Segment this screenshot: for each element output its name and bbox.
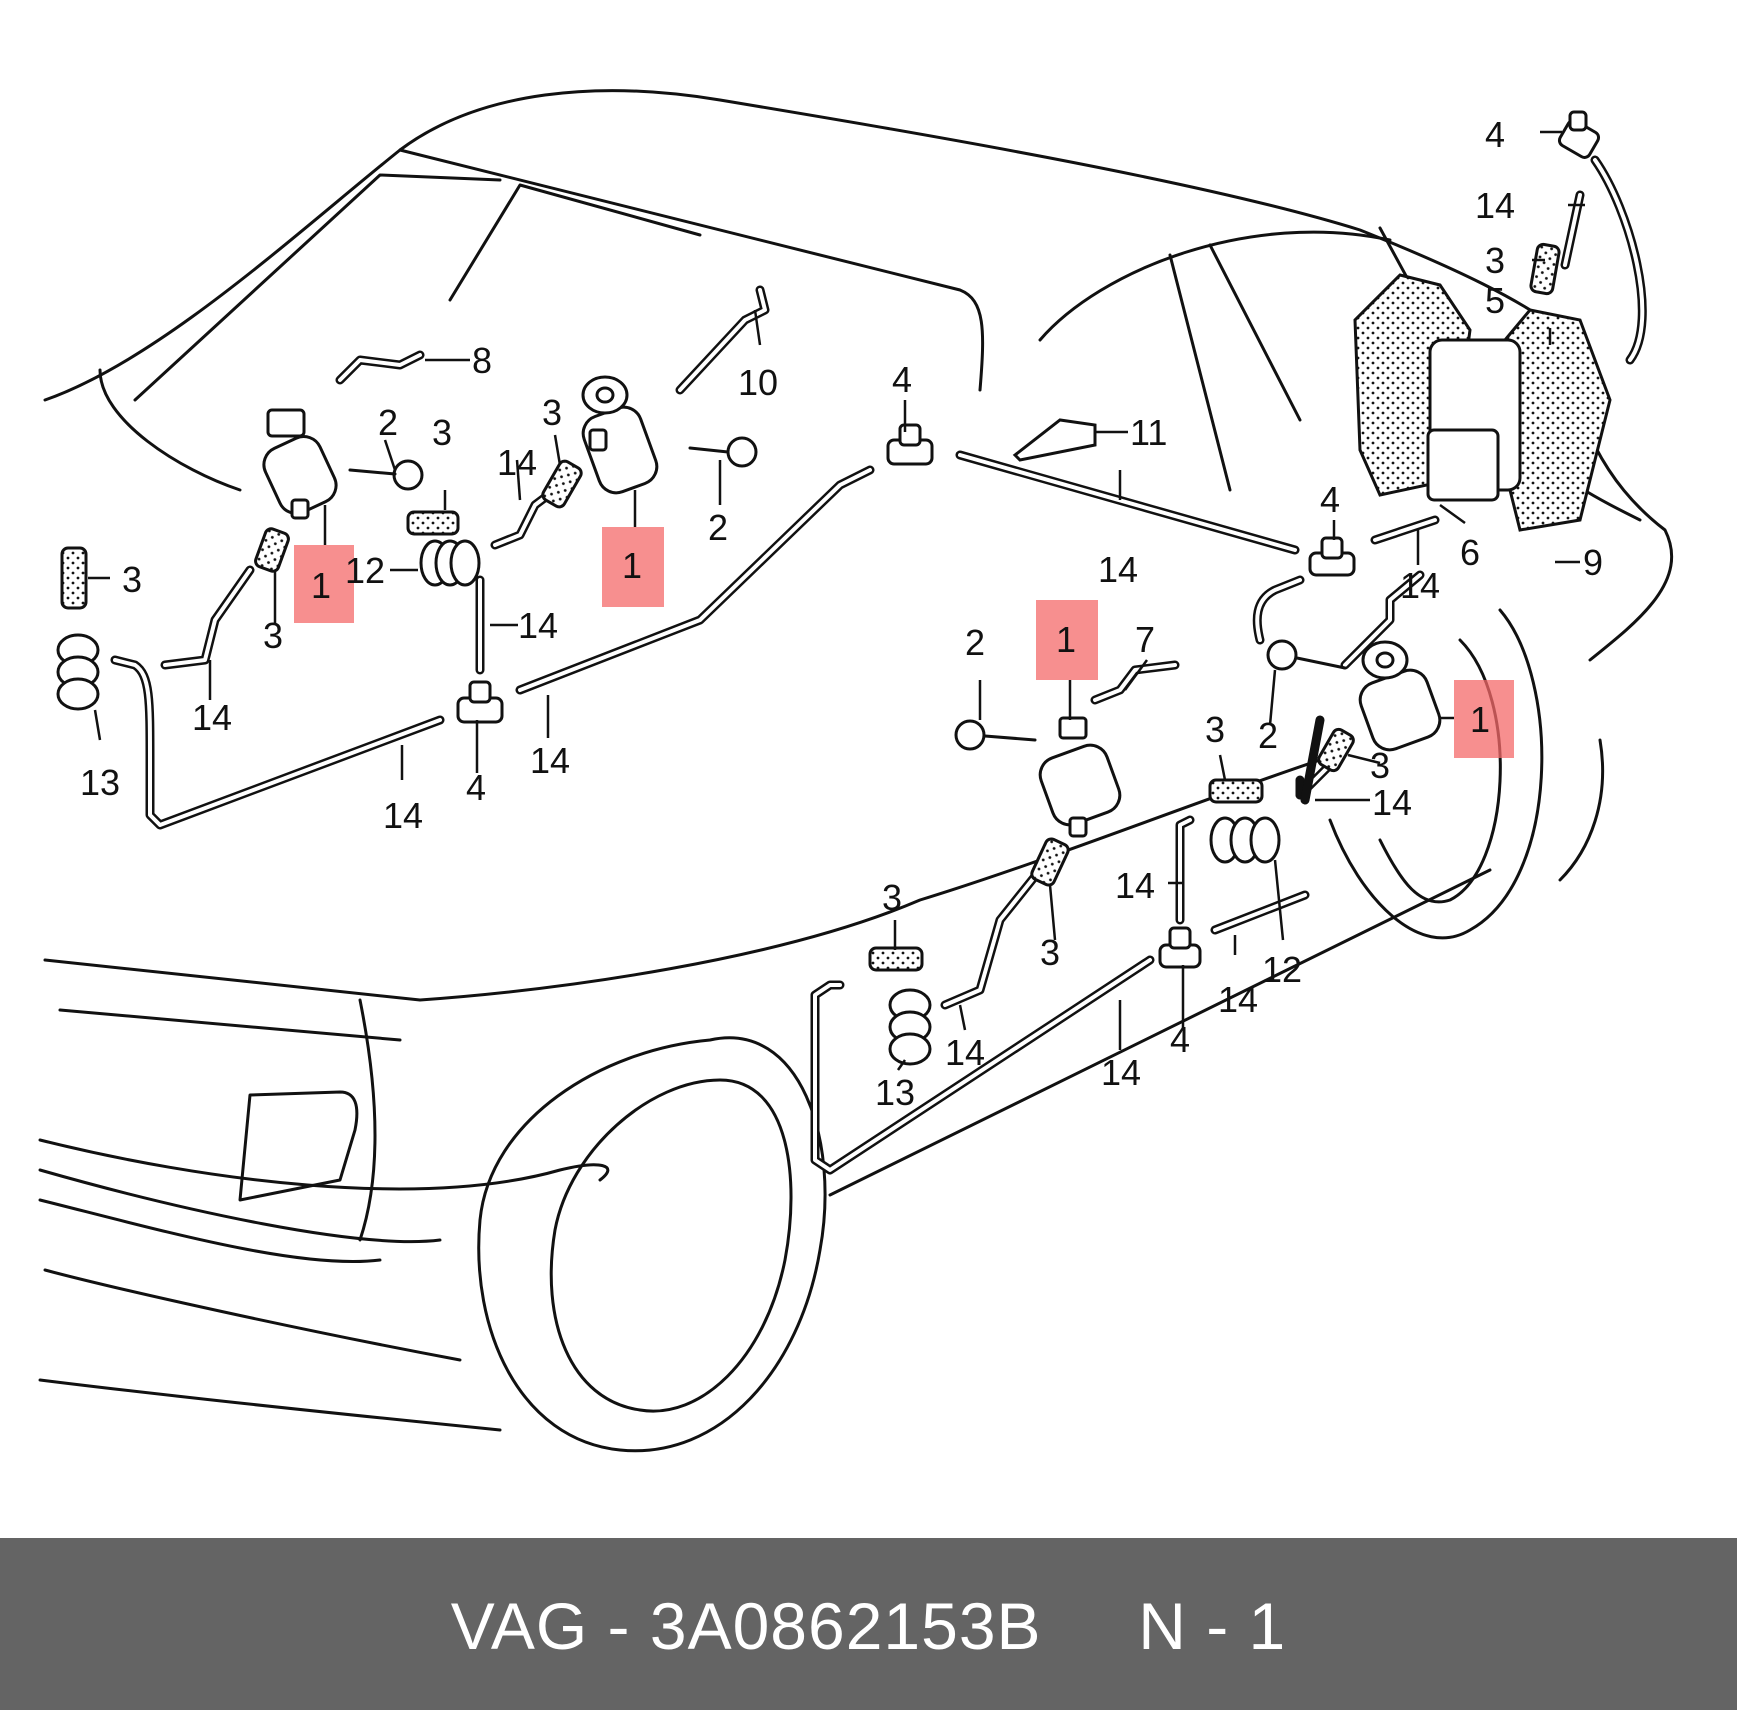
label-14g: 14 [1400, 565, 1440, 606]
hose-13a [56, 633, 100, 711]
label-14m: 14 [945, 1032, 985, 1073]
label-8: 8 [472, 340, 492, 381]
label-14i: 14 [1372, 782, 1412, 823]
label-13a: 13 [80, 762, 120, 803]
label-3d: 3 [542, 392, 562, 433]
label-4c: 4 [1320, 479, 1340, 520]
label-3e: 3 [1485, 240, 1505, 281]
label-14a: 14 [192, 697, 232, 738]
t-piece-4e [1158, 926, 1202, 969]
actuator-rear-left [1038, 716, 1122, 838]
label-4a: 4 [892, 359, 912, 400]
connector-3b [254, 527, 290, 573]
vacuum-pump-assembly [1353, 273, 1612, 532]
connector-3i [868, 946, 924, 972]
label-7: 7 [1135, 619, 1155, 660]
leaders [88, 130, 1585, 1071]
label-3f: 3 [1370, 745, 1390, 786]
vacuum-lines [110, 155, 1647, 1175]
car-outline [38, 89, 1673, 1453]
label-2a: 2 [378, 402, 398, 443]
highlight-1c [1036, 600, 1098, 680]
hose-12a [419, 539, 481, 587]
label-6: 6 [1460, 532, 1480, 573]
t-piece-4c [1308, 536, 1356, 577]
hose-12b [1209, 816, 1281, 864]
hose-13b [888, 988, 932, 1066]
connector-3h [1030, 837, 1070, 887]
footer-bar: VAG - 3A0862153B N - 1 [0, 1538, 1737, 1710]
label-3h: 3 [1040, 932, 1060, 973]
actuator-front-right [581, 375, 659, 495]
label-1a: 1 [311, 565, 331, 606]
t-piece-4d [1557, 110, 1601, 159]
label-14l: 14 [1101, 1052, 1141, 1093]
label-14d: 14 [530, 740, 570, 781]
t-piece-4a [886, 423, 934, 466]
label-3a: 3 [122, 559, 142, 600]
label-4e: 4 [1170, 1019, 1190, 1060]
label-2d: 2 [1258, 715, 1278, 756]
label-13b: 13 [875, 1072, 915, 1113]
label-14c: 14 [518, 605, 558, 646]
connector-3e [1529, 242, 1561, 296]
connector-3c [406, 510, 460, 536]
label-1c: 1 [1056, 619, 1076, 660]
label-10: 10 [738, 362, 778, 403]
part-number-caption: VAG - 3A0862153B N - 1 [450, 1589, 1287, 1663]
label-12b: 12 [1262, 949, 1302, 990]
label-3b: 3 [263, 615, 283, 656]
label-2c: 2 [965, 622, 985, 663]
label-11: 11 [1130, 412, 1167, 453]
label-14k: 14 [1218, 979, 1258, 1020]
callout-labels: 1 1 1 1 2 2 2 2 3 3 3 3 3 3 3 3 3 4 4 4 … [80, 114, 1603, 1113]
screw-3 [954, 719, 1037, 751]
label-14j: 14 [1115, 865, 1155, 906]
label-14h: 14 [1475, 185, 1515, 226]
cover-11 [1012, 418, 1097, 462]
label-14f: 14 [1098, 549, 1138, 590]
connector-3f [1317, 727, 1355, 773]
label-12a: 12 [345, 550, 385, 591]
label-4b: 4 [466, 767, 486, 808]
label-3g: 3 [1205, 709, 1225, 750]
screw-4 [1266, 639, 1347, 671]
connector-3a [60, 546, 88, 610]
screw-1 [348, 459, 424, 491]
label-4d: 4 [1485, 114, 1505, 155]
label-3c: 3 [432, 412, 452, 453]
t-piece-4b [456, 680, 504, 724]
connector-3g [1208, 778, 1264, 804]
label-1b: 1 [622, 545, 642, 586]
label-2b: 2 [708, 507, 728, 548]
highlight-1d [1454, 680, 1514, 758]
parts-diagram: 1 1 1 1 2 2 2 2 3 3 3 3 3 3 3 3 3 4 4 4 … [38, 89, 1673, 1453]
label-1d: 1 [1470, 699, 1490, 740]
label-5: 5 [1485, 280, 1505, 321]
actuator-rear-right [1358, 640, 1442, 752]
label-14b: 14 [497, 442, 537, 483]
actuator-front-left [262, 408, 338, 520]
highlight-1a [294, 545, 354, 623]
label-3i: 3 [882, 877, 902, 918]
highlight-1b [602, 527, 664, 607]
label-14e: 14 [383, 795, 423, 836]
components [56, 110, 1612, 1066]
label-9: 9 [1583, 542, 1603, 583]
highlights [294, 527, 1514, 758]
screw-2 [688, 436, 758, 468]
connector-3d [541, 459, 583, 509]
